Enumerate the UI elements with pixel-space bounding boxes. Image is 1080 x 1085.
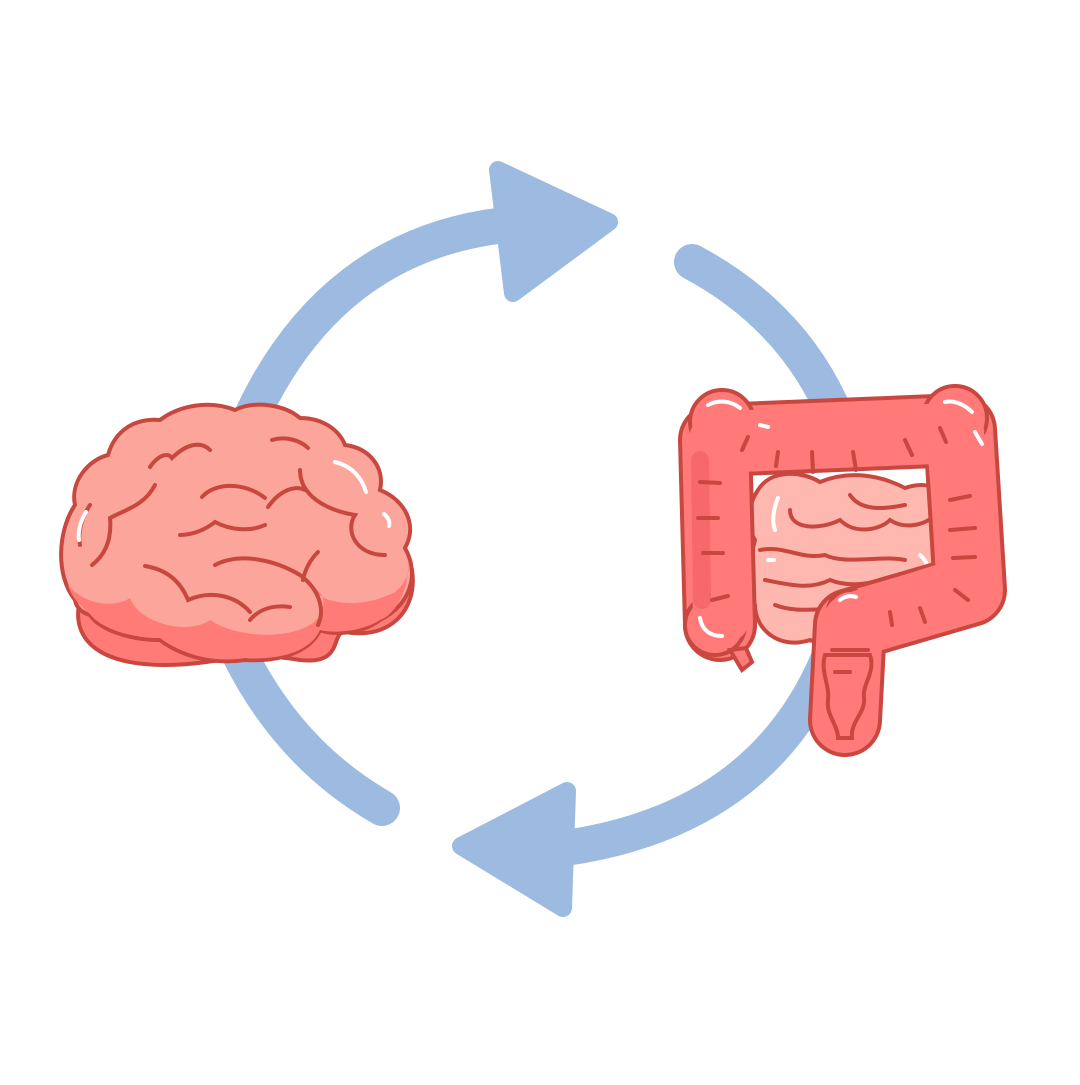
colon-inner: [689, 403, 997, 744]
cycle-arc-top: [232, 207, 523, 438]
colon-segment-lines: [696, 426, 977, 674]
brain-highlights: [76, 460, 392, 542]
colon-highlights: [698, 399, 984, 638]
brain-shade: [68, 560, 409, 660]
brain-folds: [77, 436, 387, 627]
brain-icon: [59, 402, 415, 668]
cycle-arc-left: [222, 637, 400, 826]
cycle-arrows-icon: [222, 161, 866, 917]
rectum: [821, 653, 874, 740]
cycle-arc-bottom: [547, 642, 846, 866]
cycle-arrowhead-top: [489, 161, 618, 302]
brain-cortex: [59, 402, 414, 664]
appendix: [726, 645, 755, 673]
intestines-icon: [678, 384, 1007, 757]
cycle-arrowhead-bottom: [452, 782, 576, 917]
